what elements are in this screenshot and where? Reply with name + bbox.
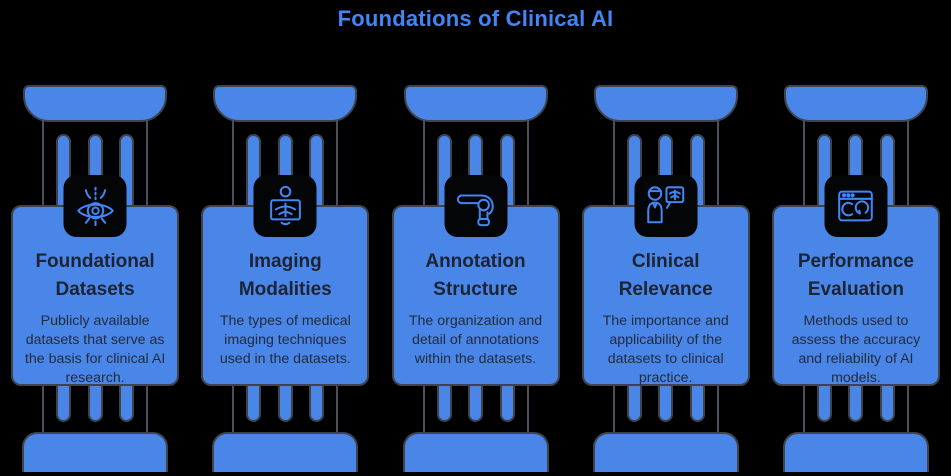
card-title: Foundational Datasets — [35, 251, 155, 300]
topic-card: Imaging Modalities The types of medical … — [201, 205, 370, 386]
pillar-pin — [56, 385, 72, 422]
pillar-pin — [626, 385, 642, 422]
icon-box — [634, 175, 698, 237]
eye-scan-icon — [76, 186, 114, 227]
doctor-consultation-icon — [647, 186, 685, 224]
card-description: Methods used to assess the accuracy and … — [791, 313, 921, 386]
card-description: Publicly available datasets that serve a… — [24, 313, 166, 386]
card-description: The organization and detail of annotatio… — [408, 313, 543, 367]
pillar-top-cap — [783, 85, 928, 122]
card-description: The types of medical imaging techniques … — [219, 313, 351, 367]
pillar-top-cap — [593, 85, 738, 122]
card-title: Clinical Relevance — [618, 251, 713, 300]
pillar-pin — [848, 385, 864, 422]
performance-window-icon — [838, 190, 874, 222]
pillar-top-cap — [403, 85, 548, 122]
connector-line — [526, 385, 529, 433]
connector-line — [336, 385, 339, 433]
connector-line — [336, 120, 339, 207]
pillar-pin — [468, 385, 483, 422]
icon-box — [444, 175, 507, 237]
pillar-bottom-cap — [592, 432, 739, 472]
icon-box — [824, 175, 888, 237]
connector-line — [146, 385, 149, 433]
connector-line — [612, 120, 615, 207]
connector-line — [42, 385, 45, 433]
connector-line — [42, 120, 45, 207]
pillar-bottom-cap — [782, 432, 929, 472]
pillar-pin — [119, 385, 135, 422]
pillar-pin — [436, 385, 452, 422]
pillar-bottom-cap — [212, 432, 359, 472]
connector-line — [612, 385, 615, 433]
pillar-annotation-structure: Annotation Structure The organization an… — [380, 85, 570, 476]
connector-line — [716, 120, 719, 207]
pillar-imaging-modalities: Imaging Modalities The types of medical … — [190, 85, 380, 476]
page-title: Foundations of Clinical AI — [337, 6, 614, 31]
connector-line — [146, 120, 149, 207]
pillar-bottom-cap — [402, 432, 549, 472]
connector-line — [232, 120, 235, 207]
pillar-performance-evaluation: Performance Evaluation Methods used to a… — [761, 85, 951, 476]
icon-box — [63, 175, 127, 237]
bone-joint-icon — [456, 194, 494, 227]
card-title: Imaging Modalities — [238, 251, 332, 300]
connector-line — [802, 385, 805, 433]
pillar-pin — [879, 385, 895, 422]
connector-line — [906, 120, 909, 207]
xray-monitor-icon — [269, 185, 301, 226]
connector-line — [232, 385, 235, 433]
pillar-clinical-relevance: Clinical Relevance The importance and ap… — [571, 85, 761, 476]
card-title: Performance Evaluation — [797, 251, 914, 300]
card-title: Annotation Structure — [425, 251, 526, 300]
pillar-foundational-datasets: Foundational Datasets Publicly available… — [0, 85, 190, 476]
pillar-pin — [689, 385, 705, 422]
connector-line — [526, 120, 529, 207]
pillar-pin — [658, 385, 674, 422]
pillar-pin — [87, 385, 103, 422]
connector-line — [906, 385, 909, 433]
pillar-bottom-cap — [22, 432, 169, 472]
card-description: The importance and applicability of the … — [602, 313, 729, 386]
connector-line — [422, 120, 425, 207]
connector-line — [422, 385, 425, 433]
pillar-pin — [499, 385, 515, 422]
pillar-top-cap — [213, 85, 358, 122]
icon-box — [253, 175, 317, 237]
pillar-row: Foundational Datasets Publicly available… — [0, 85, 951, 476]
connector-line — [802, 120, 805, 207]
pillar-pin — [816, 385, 832, 422]
connector-line — [716, 385, 719, 433]
pillar-pin — [309, 385, 325, 422]
pillar-pin — [277, 385, 293, 422]
pillar-pin — [246, 385, 262, 422]
pillar-top-cap — [23, 85, 168, 122]
